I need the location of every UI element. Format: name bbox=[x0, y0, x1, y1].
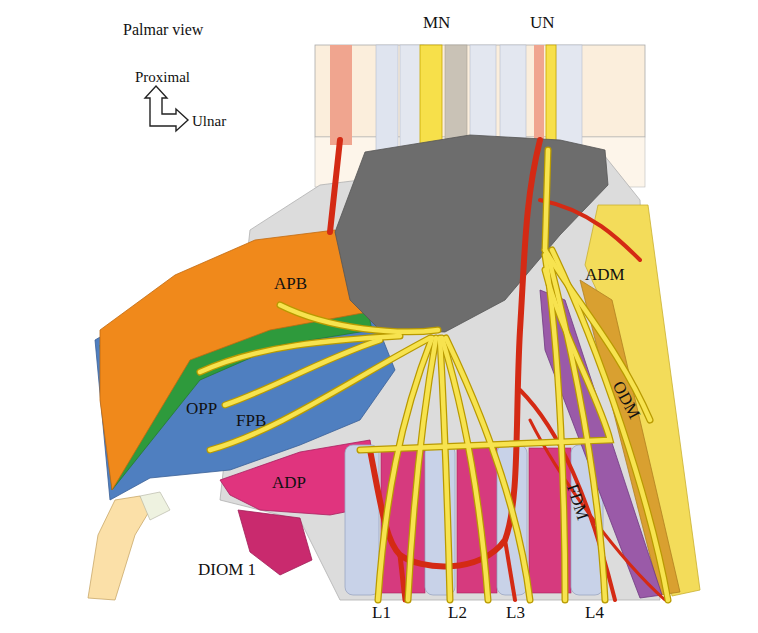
nerve-label: UN bbox=[530, 14, 555, 31]
direction-arrow bbox=[145, 86, 188, 131]
lumbrical-label: L2 bbox=[448, 604, 467, 621]
muscle-label: FPB bbox=[236, 412, 266, 429]
arteries bbox=[330, 140, 665, 600]
carpal-ligament bbox=[335, 135, 608, 332]
direction-label: Ulnar bbox=[192, 114, 226, 129]
lumbrical-label: L4 bbox=[585, 604, 604, 621]
lumbrical-label: L1 bbox=[372, 604, 391, 621]
radial-artery bbox=[330, 140, 340, 232]
muscle-label: ADM bbox=[585, 266, 625, 283]
transverse-carpal-ligament bbox=[335, 135, 608, 332]
sesamoid bbox=[140, 492, 170, 520]
nerves bbox=[200, 150, 668, 600]
radial-artery-forearm bbox=[330, 45, 352, 145]
arrow-outline bbox=[145, 86, 188, 131]
ulnar-artery-forearm bbox=[534, 45, 544, 145]
muscle-label: OPP bbox=[186, 400, 217, 417]
nerve-label: MN bbox=[423, 14, 450, 31]
muscle-label: DIOM 1 bbox=[198, 561, 256, 578]
lumbrical-label: L3 bbox=[506, 604, 525, 621]
nerve-outline bbox=[200, 150, 668, 600]
digital-artery bbox=[400, 555, 405, 600]
thumb-bone bbox=[88, 496, 150, 600]
digital-artery bbox=[505, 540, 515, 600]
muscle-label: ADP bbox=[272, 474, 306, 491]
direction-label: Proximal bbox=[135, 70, 190, 85]
view-title: Palmar view bbox=[123, 22, 203, 38]
muscle-label: APB bbox=[274, 275, 307, 292]
ulnar-nerve bbox=[546, 45, 556, 155]
nerve-fill bbox=[200, 150, 668, 600]
